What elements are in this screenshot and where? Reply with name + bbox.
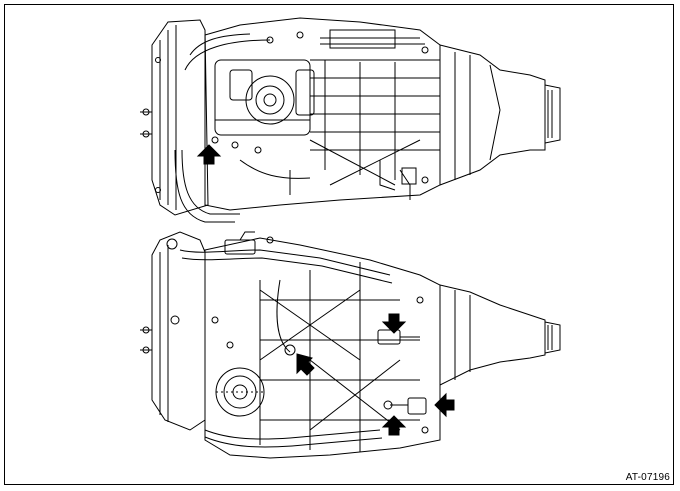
arrow-indicator-lower-1 (381, 313, 407, 334)
lower-transmission-view (140, 231, 561, 459)
figure-code: AT-07196 (625, 472, 670, 483)
arrow-indicator-lower-3 (434, 392, 455, 418)
upper-transmission-view (140, 17, 561, 223)
figure-frame (4, 4, 674, 485)
arrow-indicator-lower-2 (296, 353, 315, 376)
arrow-indicator-upper (196, 144, 222, 165)
arrow-indicator-lower-4 (381, 415, 407, 436)
